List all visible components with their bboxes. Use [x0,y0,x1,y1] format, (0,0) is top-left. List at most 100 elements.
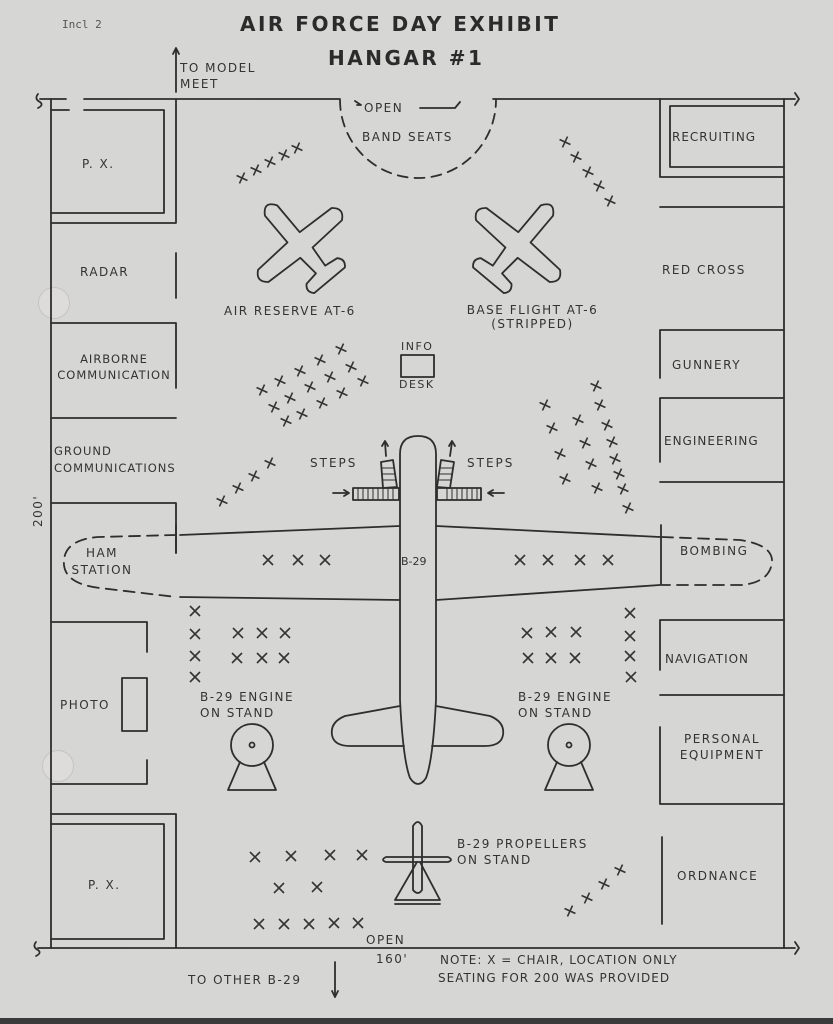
chair-mark [249,851,261,863]
chair-mark [590,380,602,392]
chair-mark [189,650,201,662]
chair-mark [606,436,618,448]
chair-mark [522,652,534,664]
info-desk [400,354,435,378]
chairs-top-left [236,142,303,184]
booth-label-px-bottom: P. X. [88,878,121,892]
booth-recruiting [659,98,785,178]
steps-left [332,440,400,501]
base-flight-at6-label: BASE FLIGHT AT-6 (STRIPPED) [466,303,599,332]
b29-wings [63,524,773,601]
booth-photo-wall [50,621,148,785]
booth-px-top [50,99,177,224]
b29-tail [330,705,505,747]
chair-mark [554,448,566,460]
chairs-left-column [189,605,201,683]
chair-mark [542,554,554,566]
chair-mark [236,172,248,184]
chair-mark [264,156,276,168]
chair-mark [601,419,613,431]
chair-mark [296,408,308,420]
chair-mark [624,630,636,642]
chair-mark [336,387,348,399]
chairs-top-right [559,136,616,207]
chair-mark [570,151,582,163]
chair-mark [256,384,268,396]
steps-right [436,440,505,501]
chairs-center-left-block [256,343,369,427]
punch-hole-top [38,287,70,319]
chair-mark [291,142,303,154]
booth-navigation-wall [659,619,785,671]
chair-mark [314,354,326,366]
chair-mark [256,627,268,639]
chair-mark [278,918,290,930]
to-other-b29-label: TO OTHER B-29 [188,973,302,987]
chair-mark [546,422,558,434]
chair-mark [328,917,340,929]
booth-label-ham-station: HAM STATION [71,546,133,578]
info-desk-label-top: INFO [401,340,434,353]
chair-mark [624,607,636,619]
height-dimension: 200' [31,494,45,527]
top-open-label: OPEN [364,101,404,115]
band-seats-label: BAND SEATS [362,130,453,144]
page-edge [0,1018,833,1024]
chair-mark [582,166,594,178]
chair-mark [514,554,526,566]
chair-mark [324,371,336,383]
engine-right-label: B-29 ENGINE ON STAND [518,690,613,720]
chairs-right-column [624,607,637,683]
note-line-2: SEATING FOR 200 WAS PROVIDED [438,971,671,985]
booth-label-radar: RADAR [80,265,130,279]
booth-px-bottom [50,813,177,949]
chair-mark [279,627,291,639]
booth-label-photo: PHOTO [60,698,110,712]
chair-mark [564,905,576,917]
hangar-outer-wall [33,92,800,957]
chair-mark [598,878,610,890]
chair-mark [613,468,625,480]
to-model-meet-arrow [172,47,180,93]
chair-mark [189,605,201,617]
chair-mark [609,453,621,465]
booth-label-airborne-communication: AIRBORNE COMMUNICATION [57,352,171,382]
chair-mark [278,149,290,161]
chair-mark [285,850,297,862]
chairs-bottom-row2 [273,881,323,894]
chair-mark [250,164,262,176]
bottom-open-label: OPEN [366,933,406,947]
chair-mark [264,457,276,469]
chair-mark [622,502,634,514]
chair-mark [284,392,296,404]
chairs-center-right-block [539,380,634,514]
chair-mark [585,458,597,470]
chair-mark [539,399,551,411]
base-flight-at6-plane [472,203,562,294]
chair-mark [559,136,571,148]
chair-mark [356,849,368,861]
propeller-stand [382,821,452,905]
booth-label-bombing: BOMBING [680,544,749,558]
booth-label-navigation: NAVIGATION [665,652,750,666]
chair-mark [581,892,593,904]
chair-mark [521,627,533,639]
engine-stand-right [544,723,594,791]
chair-mark [216,495,228,507]
chair-mark [572,414,584,426]
chair-mark [570,626,582,638]
enclosure-label: Incl 2 [62,18,102,31]
air-reserve-at6-label: AIR RESERVE AT-6 [224,304,356,318]
chair-mark [268,401,280,413]
chair-mark [602,554,614,566]
chair-mark [614,864,626,876]
chair-mark [593,180,605,192]
chair-mark [357,375,369,387]
to-other-b29-arrow [331,961,339,998]
chair-mark [319,554,331,566]
chair-mark [278,652,290,664]
chair-mark [189,671,201,683]
band-seats-area [339,99,497,179]
chair-mark [248,470,260,482]
